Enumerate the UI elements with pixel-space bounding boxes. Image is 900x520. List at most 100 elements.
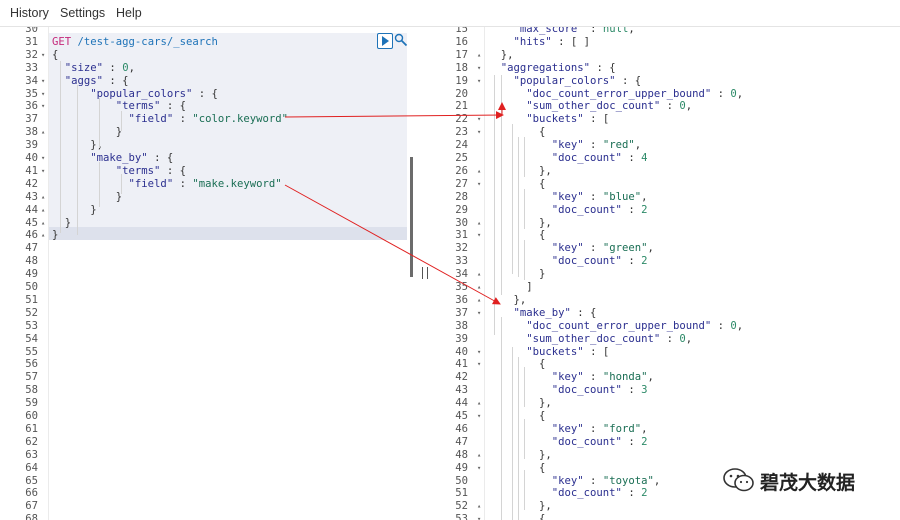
line-number: 46: [25, 229, 38, 242]
code-token: :: [621, 255, 642, 268]
fold-close-icon[interactable]: ▴: [477, 502, 482, 511]
fold-open-icon[interactable]: ▾: [477, 347, 482, 356]
line-number: 61: [25, 422, 38, 435]
run-request-button[interactable]: [377, 33, 393, 49]
code-token: 0: [730, 87, 737, 100]
code-line: 24 "key" : "red",: [432, 139, 900, 152]
fold-open-icon[interactable]: ▾: [41, 89, 46, 98]
fold-open-icon[interactable]: ▾: [477, 412, 482, 420]
fold-close-icon[interactable]: ▴: [477, 295, 482, 304]
fold-open-icon[interactable]: ▾: [477, 63, 482, 72]
line-number: 60: [25, 410, 38, 422]
indent-guide: [524, 137, 525, 177]
code-text: "make_by" : {: [488, 306, 597, 320]
line-number: 30: [455, 216, 468, 229]
code-line: 42 "key" : "honda",: [432, 371, 900, 384]
code-text: "doc_count_error_upper_bound" : 0,: [488, 88, 743, 101]
fold-open-icon[interactable]: ▾: [41, 166, 46, 175]
code-text: "buckets" : [: [488, 113, 609, 126]
menu-settings[interactable]: Settings: [60, 6, 106, 20]
fold-open-icon[interactable]: ▾: [477, 76, 482, 85]
line-number: 48: [455, 448, 468, 461]
code-token: },: [488, 216, 552, 229]
fold-open-icon[interactable]: ▾: [41, 102, 46, 111]
line-number: 47: [455, 435, 468, 448]
code-line: 34▴ }: [432, 268, 900, 281]
code-token: : [: [583, 345, 610, 358]
code-token: "field": [128, 113, 174, 126]
fold-open-icon[interactable]: ▾: [477, 463, 482, 472]
fold-close-icon[interactable]: ▴: [41, 192, 46, 201]
fold-close-icon[interactable]: ▴: [477, 166, 482, 175]
fold-close-icon[interactable]: ▴: [477, 399, 482, 408]
indent-guide: [60, 61, 61, 233]
code-line: 22 ▾ "buckets" : [: [432, 113, 900, 126]
code-token: 2: [641, 435, 648, 448]
fold-close-icon[interactable]: ▴: [477, 283, 482, 291]
code-line: 31▾ {: [432, 229, 900, 242]
fold-open-icon[interactable]: ▾: [477, 115, 482, 124]
fold-close-icon[interactable]: ▴: [477, 218, 482, 227]
indent-guide: [524, 367, 525, 407]
code-line: 49▾ {: [432, 462, 900, 475]
fold-close-icon[interactable]: ▴: [41, 218, 46, 227]
code-token: "color.keyword": [192, 113, 289, 126]
code-line: 41▾ {: [432, 358, 900, 371]
request-gutter: [0, 27, 49, 520]
code-token: :: [621, 203, 642, 216]
fold-open-icon[interactable]: ▾: [477, 515, 482, 520]
menu-history[interactable]: History: [10, 6, 49, 20]
pane-resize-handle[interactable]: [422, 267, 428, 279]
menu-help[interactable]: Help: [116, 6, 142, 20]
line-number: 15: [455, 27, 468, 35]
code-line: 15 "max_score" : null,: [432, 27, 900, 36]
code-token: "hits": [513, 35, 552, 48]
code-token: "make.keyword": [192, 177, 282, 190]
wrench-icon[interactable]: [394, 33, 408, 47]
fold-open-icon[interactable]: ▾: [477, 231, 482, 240]
fold-open-icon[interactable]: ▾: [477, 360, 482, 369]
code-line: 39 "sum_other_doc_count" : 0,: [432, 333, 900, 346]
fold-open-icon[interactable]: ▾: [477, 179, 482, 188]
code-line: 43▴ }: [0, 191, 412, 204]
fold-open-icon[interactable]: ▾: [41, 50, 46, 59]
code-token: ,: [736, 319, 744, 332]
fold-open-icon[interactable]: ▾: [477, 128, 482, 137]
line-number: 36: [25, 100, 38, 113]
code-line: 48: [0, 255, 412, 268]
fold-close-icon[interactable]: ▴: [477, 50, 482, 59]
code-token: "key": [551, 371, 584, 384]
code-line: 33 "doc_count" : 2: [432, 255, 900, 268]
code-token: ,: [647, 242, 654, 255]
code-token: "field": [128, 177, 174, 190]
fold-close-icon[interactable]: ▴: [477, 450, 482, 459]
fold-close-icon[interactable]: ▴: [41, 128, 46, 137]
code-text: "popular_colors" : {: [488, 75, 642, 88]
code-text: }: [52, 217, 71, 230]
line-number: 22: [455, 113, 468, 126]
code-line: 19▾ "popular_colors" : {: [432, 75, 900, 88]
code-token: "doc_count": [551, 203, 622, 216]
code-token: : {: [570, 306, 597, 319]
request-scrollbar[interactable]: [410, 157, 413, 277]
code-text: "key" : "blue",: [488, 191, 648, 204]
code-token: "key": [551, 242, 584, 255]
code-token: ,: [641, 422, 648, 435]
fold-close-icon[interactable]: ▴: [477, 270, 482, 279]
line-number: 45: [25, 216, 38, 229]
code-text: "terms" : {: [52, 165, 186, 178]
fold-close-icon[interactable]: ▴: [41, 231, 46, 240]
indent-guide: [99, 98, 100, 148]
line-number: 41: [25, 164, 38, 177]
fold-close-icon[interactable]: ▴: [41, 205, 46, 214]
code-token: :: [583, 27, 603, 35]
watermark-text: 碧茂大数据: [760, 473, 856, 494]
fold-open-icon[interactable]: ▾: [477, 308, 482, 317]
code-token: : {: [160, 100, 186, 113]
code-token: :: [173, 113, 193, 126]
code-text: "key" : "toyota",: [488, 475, 660, 488]
fold-open-icon[interactable]: ▾: [41, 76, 46, 85]
fold-open-icon[interactable]: ▾: [41, 154, 46, 162]
code-line: 44▴ },: [432, 397, 900, 410]
